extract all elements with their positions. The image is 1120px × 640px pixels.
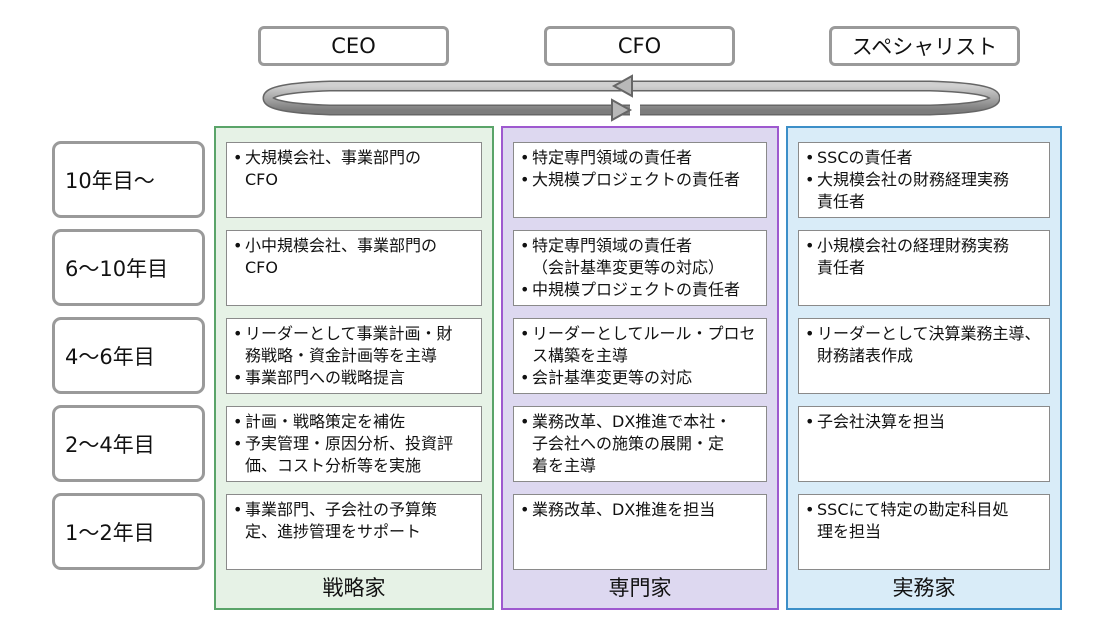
cell-col1-row0: 特定専門領域の責任者大規模プロジェクトの責任者 (513, 142, 767, 218)
bullet-text: 大規模プロジェクトの責任者 (532, 170, 741, 189)
cell-col1-row4: 業務改革、DX推進を担当 (513, 494, 767, 570)
cell-col2-row3: 子会社決算を担当 (798, 406, 1050, 482)
column-footer-strategist: 戦略家 (322, 576, 386, 600)
bullet-text: リーダーとして決算業務主導、 (817, 324, 1041, 343)
column-practice: 実務家 SSCの責任者大規模会社の財務経理実務責任者小規模会社の経理財務実務責任… (786, 126, 1062, 610)
bullet-text: 大規模会社、事業部門の (245, 148, 422, 167)
cell-col2-row0: SSCの責任者大規模会社の財務経理実務責任者 (798, 142, 1050, 218)
cell-col0-row1: 小中規模会社、事業部門の CFO (226, 230, 482, 306)
bullet-text: 業務改革、DX推進で本社・ (532, 412, 732, 431)
bullet-text: （会計基準変更等の対応） (532, 258, 725, 277)
bullet-item: 計画・戦略策定を補佐 (233, 411, 475, 433)
bullet-text: 特定専門領域の責任者 (532, 148, 693, 167)
bullet-text: SSCにて特定の勘定科目処 (817, 500, 1009, 519)
bullet-text: 会計基準変更等の対応 (532, 368, 693, 387)
bullet-item: 特定専門領域の責任者 (520, 147, 760, 169)
bullet-item: SSCの責任者 (805, 147, 1043, 169)
bullet-text: 価、コスト分析等を実施 (245, 456, 422, 475)
bullet-text: 計画・戦略策定を補佐 (245, 412, 406, 431)
bullet-item: 中規模プロジェクトの責任者 (520, 279, 760, 301)
role-ceo: CEO (258, 26, 449, 66)
bullet-text: SSCの責任者 (817, 148, 913, 167)
role-specialist: スペシャリスト (829, 26, 1020, 66)
bullet-text: 責任者 (817, 258, 866, 277)
bullet-text: 務戦略・資金計画等を主導 (245, 346, 438, 365)
bullet-item: 子会社決算を担当 (805, 411, 1043, 433)
row-label-10-plus: 10年目〜 (52, 141, 205, 218)
column-footer-practice: 実務家 (892, 576, 956, 600)
bullet-text: リーダーとしてルール・プロセ (532, 324, 756, 343)
cell-col2-row2: リーダーとして決算業務主導、財務諸表作成 (798, 318, 1050, 394)
bullet-item: 大規模プロジェクトの責任者 (520, 169, 760, 191)
row-label-6-10: 6〜10年目 (52, 229, 205, 306)
bullet-item: 特定専門領域の責任者 （会計基準変更等の対応） (520, 235, 760, 279)
cell-col1-row1: 特定専門領域の責任者 （会計基準変更等の対応） 中規模プロジェクトの責任者 (513, 230, 767, 306)
bullet-text: 着を主導 (532, 456, 597, 475)
bullet-text: 定、進捗管理をサポート (245, 522, 422, 541)
bullet-text: 大規模会社の財務経理実務 (817, 170, 1010, 189)
column-strategist: 戦略家 大規模会社、事業部門の CFO 小中規模会社、事業部門の CFO リーダーとして… (214, 126, 494, 610)
row-label-1-2: 1〜2年目 (52, 493, 205, 570)
arrowhead-left-icon (611, 74, 633, 98)
bullet-text: CFO (245, 258, 278, 277)
bullet-text: 責任者 (817, 192, 866, 211)
arrowhead-right-icon (611, 98, 633, 122)
bullet-text: 事業部門への戦略提言 (245, 368, 406, 387)
bullet-text: 子会社への施策の展開・定 (532, 434, 725, 453)
bullet-item: 会計基準変更等の対応 (520, 367, 760, 389)
column-footer-expert: 専門家 (608, 576, 672, 600)
bullet-text: 財務諸表作成 (817, 346, 914, 365)
bullet-text: ス構築を主導 (532, 346, 629, 365)
bullet-text: 中規模プロジェクトの責任者 (532, 280, 741, 299)
cell-col1-row2: リーダーとしてルール・プロセス構築を主導会計基準変更等の対応 (513, 318, 767, 394)
bullet-text: 業務改革、DX推進を担当 (532, 500, 716, 519)
bullet-text: 理を担当 (817, 522, 882, 541)
cycle-arrow-icon (262, 74, 1000, 122)
bullet-text: リーダーとして事業計画・財 (245, 324, 453, 343)
bullet-item: 大規模会社、事業部門の CFO (233, 147, 475, 191)
bullet-item: リーダーとして決算業務主導、財務諸表作成 (805, 323, 1043, 367)
cell-col0-row0: 大規模会社、事業部門の CFO (226, 142, 482, 218)
role-cfo: CFO (544, 26, 735, 66)
bullet-text: 特定専門領域の責任者 (532, 236, 693, 255)
bullet-text: 小中規模会社、事業部門の (245, 236, 438, 255)
bullet-text: 子会社決算を担当 (817, 412, 946, 431)
bullet-text: CFO (245, 170, 278, 189)
bullet-text: 事業部門、子会社の予算策 (245, 500, 438, 519)
row-label-4-6: 4〜6年目 (52, 317, 205, 394)
bullet-item: 事業部門への戦略提言 (233, 367, 475, 389)
bullet-item: 業務改革、DX推進を担当 (520, 499, 760, 521)
column-expert: 専門家 特定専門領域の責任者大規模プロジェクトの責任者特定専門領域の責任者（会計… (501, 126, 779, 610)
row-label-2-4: 2〜4年目 (52, 405, 205, 482)
bullet-text: 小規模会社の経理財務実務 (817, 236, 1010, 255)
bullet-text: 予実管理・原因分析、投資評 (245, 434, 454, 453)
bullet-item: 小中規模会社、事業部門の CFO (233, 235, 475, 279)
